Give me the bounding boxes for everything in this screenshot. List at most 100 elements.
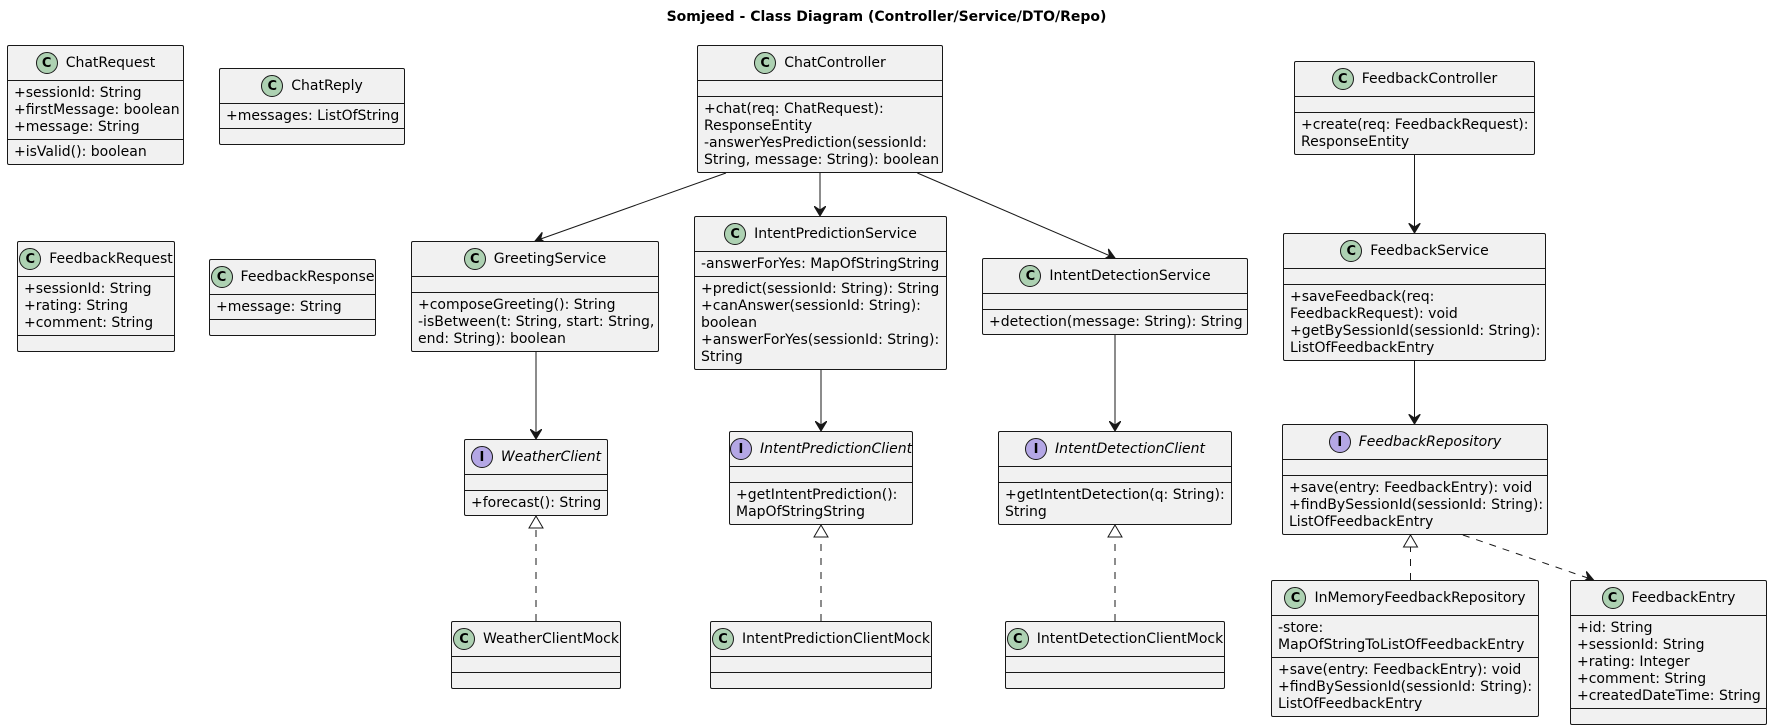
class-stereotype-icon: C bbox=[1006, 628, 1029, 650]
class-field: +sessionId: String bbox=[24, 281, 152, 297]
class-name: WeatherClient bbox=[500, 448, 602, 465]
class-header: C ChatRequest bbox=[8, 46, 183, 81]
class-method: +create(req: FeedbackRequest): bbox=[1301, 117, 1529, 133]
class-name: GreetingService bbox=[493, 250, 607, 267]
class-field: +message: String bbox=[14, 119, 140, 135]
class-stereotype-icon: C bbox=[1601, 587, 1624, 609]
class-method: String bbox=[701, 349, 743, 365]
class-field: +message: String bbox=[216, 299, 342, 315]
interface-stereotype-icon: I bbox=[1328, 431, 1351, 453]
class-fields-section: +messages: ListOfString bbox=[220, 104, 404, 129]
class-fields-section bbox=[711, 657, 931, 673]
class-fields-section: +message: String bbox=[210, 295, 375, 320]
class-methods-section bbox=[1006, 673, 1224, 688]
class-fields-section bbox=[412, 277, 658, 293]
class-method: +save(entry: FeedbackEntry): void bbox=[1289, 480, 1533, 496]
class-stereotype-icon: C bbox=[35, 52, 58, 74]
relation-association-chat_controller-to-intent_detection_service bbox=[917, 172, 1115, 258]
class-fields-section bbox=[452, 657, 620, 673]
relation-association-chat_controller-to-greeting_service bbox=[535, 172, 727, 241]
class-methods-section: +predict(sessionId: String): String+canA… bbox=[695, 277, 946, 369]
class-field: +comment: String bbox=[1577, 671, 1707, 687]
class-name: FeedbackEntry bbox=[1631, 589, 1736, 606]
class-feedback-entry: C FeedbackEntry +id: String+sessionId: Str… bbox=[1570, 580, 1767, 725]
class-method: +predict(sessionId: String): String bbox=[701, 281, 940, 297]
class-field: +createdDateTime: String bbox=[1577, 688, 1761, 704]
class-methods-section: +save(entry: FeedbackEntry): void+findBy… bbox=[1272, 658, 1538, 716]
class-fields-section bbox=[999, 467, 1231, 483]
class-fields-section: +sessionId: String+rating: String+commen… bbox=[18, 277, 174, 336]
class-fields-section bbox=[1284, 269, 1545, 285]
class-method: +getBySessionId(sessionId: String): bbox=[1290, 323, 1541, 339]
class-stereotype-icon: C bbox=[724, 223, 747, 245]
relation-dependency-feedback_repository-to-feedback_entry bbox=[1462, 534, 1594, 580]
class-methods-section bbox=[210, 320, 375, 335]
class-name: FeedbackRequest bbox=[49, 250, 173, 267]
class-name: IntentDetectionService bbox=[1049, 267, 1211, 284]
class-stereotype-icon: C bbox=[210, 266, 233, 288]
class-name: InMemoryFeedbackRepository bbox=[1314, 589, 1526, 606]
class-methods-section bbox=[18, 336, 174, 351]
class-methods-section: +create(req: FeedbackRequest):ResponseEn… bbox=[1295, 113, 1534, 154]
class-fields-section: +id: String+sessionId: String+rating: In… bbox=[1571, 616, 1766, 709]
class-fields-section bbox=[1006, 657, 1224, 673]
class-field: +comment: String bbox=[24, 315, 154, 331]
class-methods-section: +saveFeedback(req:FeedbackRequest): void… bbox=[1284, 285, 1545, 360]
interface-stereotype-icon: I bbox=[729, 438, 752, 460]
class-field: +rating: Integer bbox=[1577, 654, 1690, 670]
class-method: String bbox=[1005, 504, 1047, 520]
class-header: C FeedbackEntry bbox=[1571, 581, 1766, 616]
class-method: MapOfStringString bbox=[736, 504, 866, 520]
class-method: +detection(message: String): String bbox=[989, 314, 1243, 330]
class-fields-section bbox=[1295, 97, 1534, 113]
class-method: String, message: String): boolean bbox=[704, 152, 940, 168]
class-method: ResponseEntity bbox=[704, 118, 813, 134]
class-fields-section bbox=[983, 294, 1247, 310]
class-method: boolean bbox=[701, 315, 757, 331]
class-name: FeedbackRepository bbox=[1358, 433, 1502, 450]
class-name: IntentPredictionClientMock bbox=[742, 630, 930, 647]
diagram-title: Somjeed - Class Diagram (Controller/Serv… bbox=[666, 9, 1107, 25]
class-method: +getIntentDetection(q: String): bbox=[1005, 487, 1225, 503]
class-fields-section bbox=[698, 81, 942, 97]
class-methods-section bbox=[220, 129, 404, 144]
class-stereotype-icon: C bbox=[754, 52, 777, 74]
class-methods-section bbox=[452, 673, 620, 688]
class-name: WeatherClientMock bbox=[483, 630, 619, 647]
class-field: +messages: ListOfString bbox=[226, 108, 400, 124]
class-method: -isBetween(t: String, start: String, bbox=[418, 314, 655, 330]
class-method: +chat(req: ChatRequest): bbox=[704, 101, 884, 117]
class-name: FeedbackResponse bbox=[240, 268, 375, 285]
class-name: IntentPredictionClient bbox=[759, 440, 913, 457]
class-method: FeedbackRequest): void bbox=[1290, 306, 1458, 322]
class-methods-section bbox=[711, 673, 931, 688]
class-weather-client-mock: C WeatherClientMock bbox=[451, 621, 621, 689]
class-name: ChatRequest bbox=[65, 54, 156, 71]
class-field: +id: String bbox=[1577, 620, 1653, 636]
class-name: IntentPredictionService bbox=[754, 225, 917, 242]
class-name: IntentDetectionClientMock bbox=[1036, 630, 1224, 647]
class-stereotype-icon: C bbox=[261, 75, 284, 97]
class-method: +findBySessionId(sessionId: String): bbox=[1289, 497, 1544, 513]
class-stereotype-icon: C bbox=[453, 628, 476, 650]
class-field: +sessionId: String bbox=[14, 85, 142, 101]
class-header: I FeedbackRepository bbox=[1283, 425, 1547, 460]
class-method: ResponseEntity bbox=[1301, 134, 1410, 150]
class-method: ListOfFeedbackEntry bbox=[1290, 340, 1435, 356]
class-method: -answerYesPrediction(sessionId: bbox=[704, 135, 927, 151]
class-methods-section: +chat(req: ChatRequest):ResponseEntity-a… bbox=[698, 97, 942, 172]
